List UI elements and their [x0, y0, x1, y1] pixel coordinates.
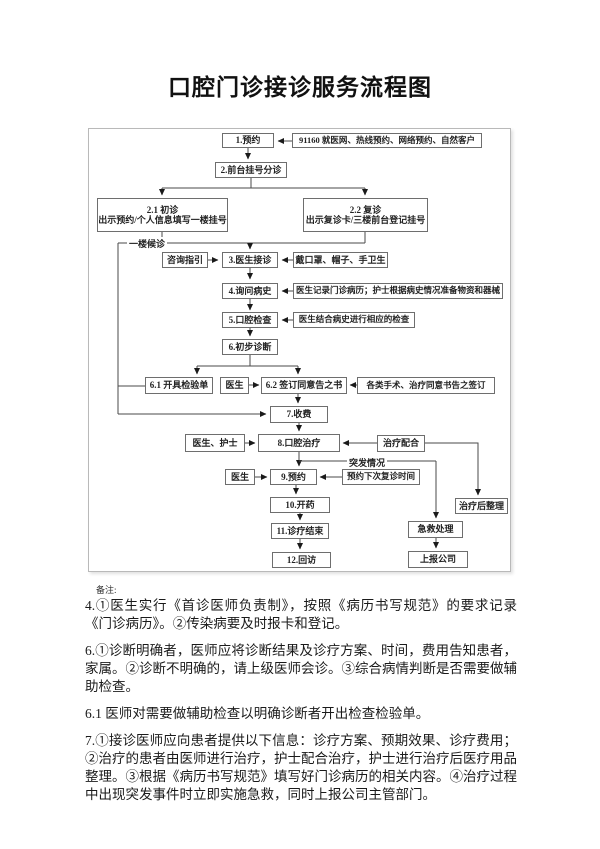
node-8-oral-treatment: 8.口腔治疗 [258, 434, 340, 452]
node-7-payment: 7.收费 [270, 406, 328, 423]
node-4-medical-history: 4.询问病史 [222, 283, 278, 299]
notes-section: 4.①医生实行《首诊医师负责制》，按照《病历书写规范》的要求记录《门诊病历》。②… [85, 597, 517, 804]
node-report-company: 上报公司 [408, 551, 468, 568]
node-consent-note: 各类手术、治疗同意书告之签订 [357, 377, 495, 394]
node-next-visit-time: 预约下次复诊时间 [342, 469, 420, 485]
node-1-appointment: 1.预约 [222, 133, 274, 148]
page-title: 口腔门诊接诊服务流程图 [168, 75, 432, 100]
node-consult-guide: 咨询指引 [162, 252, 208, 268]
node-mask-hygiene: 戴口罩、帽子、手卫生 [293, 252, 388, 268]
flowchart-frame [88, 128, 511, 572]
node-exam-note: 医生结合病史进行相应的检查 [293, 312, 415, 328]
node-treatment-coop: 治疗配合 [377, 435, 425, 452]
node-2-front-desk: 2.前台挂号分诊 [215, 162, 287, 178]
node-6-2-consent: 6.2 签订同意告之书 [261, 377, 347, 394]
notes-label: 备注: [96, 585, 117, 595]
node-emergency-handling: 急救处理 [408, 521, 463, 538]
node-11-treatment-end: 11.诊疗结束 [271, 523, 329, 539]
node-2-1-first-visit: 2.1 初诊 出示预约/个人信息填写一楼挂号 [97, 198, 228, 232]
node-2-2-return-visit: 2.2 复诊 出示复诊卡/三楼前台登记挂号 [303, 198, 428, 232]
node-10-prescription: 10.开药 [270, 497, 330, 513]
node-2-2-sub: 出示复诊卡/三楼前台登记挂号 [305, 215, 426, 225]
node-6-1-lab-order: 6.1 开具检验单 [145, 377, 213, 394]
node-9-appointment: 9.预约 [270, 469, 317, 485]
label-first-floor-waiting: 一楼候诊 [127, 237, 168, 250]
node-doctor-2: 医生 [225, 469, 255, 485]
note-paragraph-4: 4.①医生实行《首诊医师负责制》，按照《病历书写规范》的要求记录《门诊病历》。②… [85, 598, 517, 631]
node-12-follow-up: 12.回访 [272, 552, 331, 568]
node-3-doctor-reception: 3.医生接诊 [222, 252, 278, 268]
label-emergency-situation: 突发情况 [347, 456, 388, 469]
node-2-1-sub: 出示预约/个人信息填写一楼挂号 [98, 215, 227, 225]
node-record-prepare: 医生记录门诊病历；护士根据病史情况准备物资和器械 [293, 283, 503, 299]
node-6-preliminary-diagnosis: 6.初步诊断 [222, 339, 278, 355]
note-paragraph-6-1: 6.1 医师对需要做辅助检查以明确诊断者开出检查检验单。 [85, 706, 430, 721]
node-2-2-title: 2.2 复诊 [349, 204, 382, 215]
node-doctor-1: 医生 [220, 377, 249, 394]
node-source-channels: 91160 就医网、热线预约、网络预约、自然客户 [292, 133, 482, 148]
node-2-1-title: 2.1 初诊 [146, 204, 179, 215]
node-doctor-nurse: 医生、护士 [185, 434, 245, 452]
node-after-treatment-tidy: 治疗后整理 [455, 498, 508, 514]
node-5-oral-exam: 5.口腔检查 [222, 312, 278, 328]
note-paragraph-7: 7.①接诊医师应向患者提供以下信息：诊疗方案、预期效果、诊疗费用；②治疗的患者由… [85, 733, 517, 802]
note-paragraph-6: 6.①诊断明确者，医师应将诊断结果及诊疗方案、时间，费用告知患者，家属。②诊断不… [85, 643, 517, 694]
